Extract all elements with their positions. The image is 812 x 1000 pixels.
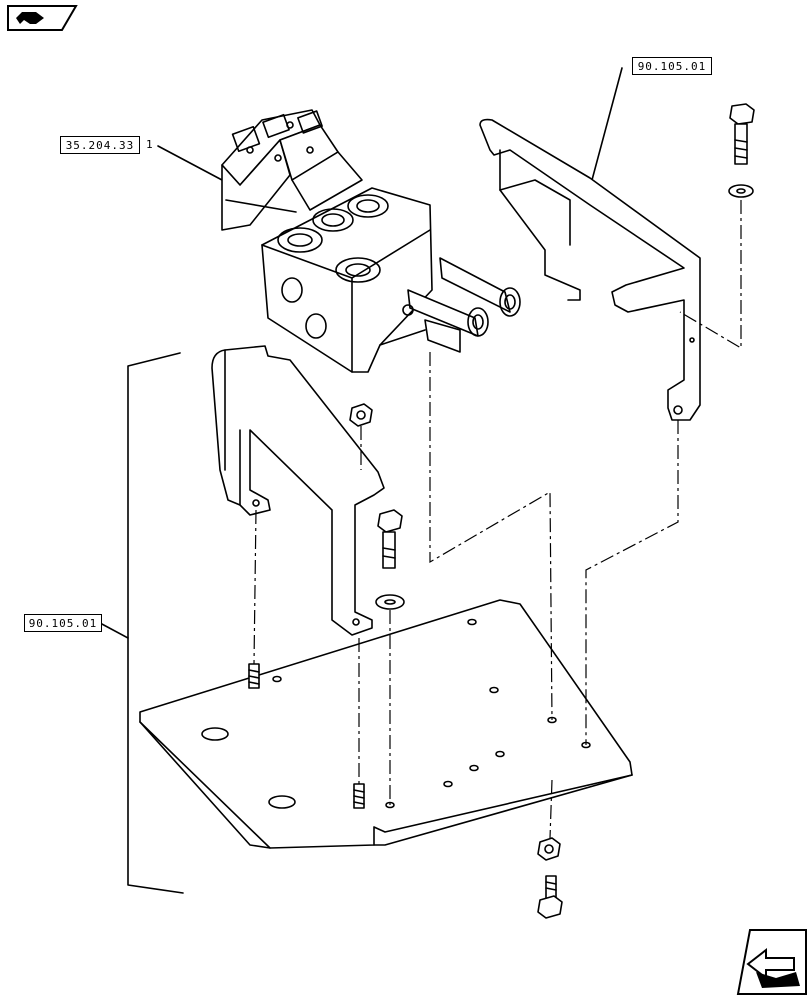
bolt-top-right <box>728 103 755 198</box>
assembly-centerlines <box>253 200 742 839</box>
stud-left <box>248 663 260 689</box>
valve-reference-label[interactable]: 35.204.33 <box>60 136 140 154</box>
back-page-button[interactable] <box>6 4 78 32</box>
stud-center <box>353 783 365 809</box>
group-bracket-line <box>127 352 184 894</box>
left-ref-leader <box>99 622 129 639</box>
valve-ref-leader <box>157 145 223 181</box>
control-valve <box>221 109 521 373</box>
back-page-icon <box>7 5 78 31</box>
next-page-button[interactable] <box>736 928 808 996</box>
right-bracket-reference-label[interactable]: 90.105.01 <box>632 57 712 75</box>
bolt-bottom <box>537 875 563 919</box>
nut-upper <box>349 403 373 427</box>
bracket-left <box>211 345 385 636</box>
bracket-right <box>479 118 701 421</box>
right-ref-leader <box>591 67 623 181</box>
bolt-center <box>375 509 405 610</box>
nut-bottom <box>537 837 561 861</box>
forward-page-icon <box>736 929 807 995</box>
base-plate <box>139 599 633 849</box>
left-bracket-reference-label[interactable]: 90.105.01 <box>24 614 102 632</box>
item-number-callout: 1 <box>146 138 153 151</box>
